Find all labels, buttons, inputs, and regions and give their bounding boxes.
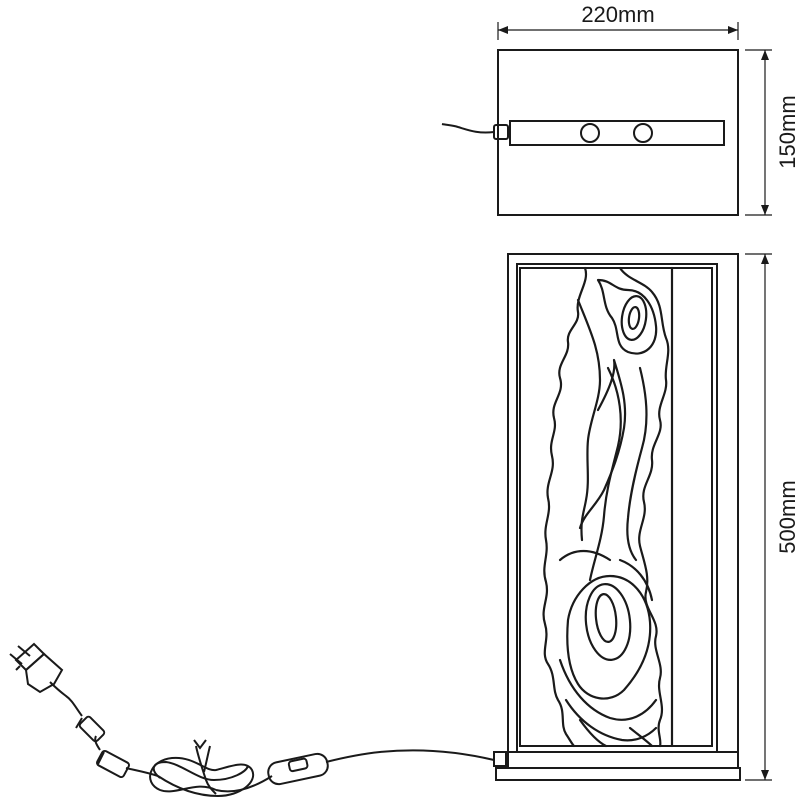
wood-grain xyxy=(542,266,674,748)
top-view-cable-plug xyxy=(493,124,509,140)
top-view: 220mm 150mm xyxy=(441,2,800,216)
frame-base xyxy=(507,751,739,769)
base-plate xyxy=(495,767,741,781)
base-connector xyxy=(493,751,507,767)
depth-dimension: 150mm xyxy=(745,49,800,216)
top-view-base xyxy=(497,49,739,216)
top-view-screw-left xyxy=(580,123,600,143)
top-view-lamp-bar xyxy=(509,120,725,146)
top-view-cable xyxy=(441,123,495,134)
depth-label: 150mm xyxy=(775,95,800,168)
height-dimension: 500mm xyxy=(745,253,800,781)
barrel-connector xyxy=(96,749,130,779)
inline-switch xyxy=(267,752,329,786)
panel-insert xyxy=(519,267,713,747)
width-label: 220mm xyxy=(581,2,654,27)
height-label: 500mm xyxy=(775,480,800,553)
top-view-screw-right xyxy=(633,123,653,143)
width-dimension: 220mm xyxy=(497,2,739,40)
power-adapter xyxy=(9,642,64,694)
cable-coil xyxy=(149,739,273,798)
dc-connector xyxy=(75,715,106,743)
power-cord xyxy=(9,642,495,798)
front-view xyxy=(493,253,741,781)
